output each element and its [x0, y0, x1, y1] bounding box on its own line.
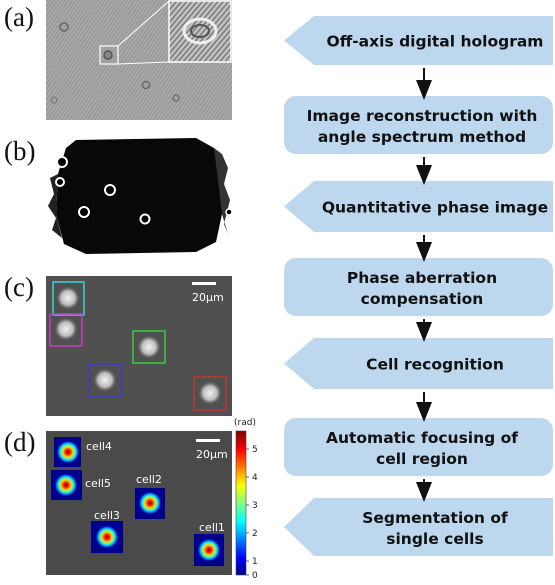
flow-step-label-line2: cell region [376, 450, 468, 468]
cell-box-green [132, 330, 166, 364]
cell5-label: cell5 [85, 477, 111, 490]
cell4-label: cell4 [86, 440, 112, 453]
hologram-image [46, 0, 232, 120]
colorbar-tick-label: 0 [252, 571, 258, 580]
flow-step-label: Off-axis digital hologram [327, 33, 544, 51]
cell-box-red [193, 376, 227, 411]
cell3-label: cell3 [94, 509, 120, 522]
flow-step-label: Segmentation of [362, 509, 508, 527]
scale-bar-label-d: 20μm [196, 448, 228, 461]
cell2-label: cell2 [136, 473, 162, 486]
colorbar-tick-label: 4 [252, 473, 258, 483]
panel-label-a: (a) [4, 2, 34, 32]
flow-step-shape [284, 418, 553, 476]
flow-step-shape [284, 258, 553, 316]
flow-step-shape [284, 181, 553, 232]
flow-step-shape [284, 338, 553, 389]
colorbar-tick-label: 5 [252, 445, 258, 455]
flow-step-label: Cell recognition [366, 356, 504, 374]
cell-box-blue [88, 363, 122, 398]
panel-label-c: (c) [4, 272, 34, 302]
colorbar-tick-label: 1 [252, 557, 258, 567]
scale-bar-d [196, 439, 220, 442]
cell-box-magenta [49, 313, 83, 347]
segmented-cells-image: cell4 cell5 cell2 cell3 cell1 20μm [46, 431, 232, 575]
flow-step-label-line2: compensation [361, 290, 484, 308]
hologram-selection-box [99, 45, 119, 65]
reconstruction-image [46, 134, 232, 257]
colorbar-tick-label: 3 [252, 501, 258, 511]
colorbar: (rad) 5 4 3 2 1 0 [232, 414, 266, 580]
flow-step-label-line2: single cells [386, 530, 483, 548]
scale-bar-label-c: 20μm [192, 291, 224, 304]
colorbar-tick-label: 2 [252, 529, 258, 539]
compensated-phase-image: 20μm [46, 276, 232, 416]
colorbar-unit: (rad) [234, 418, 256, 428]
flow-step-label: Quantitative phase image [322, 199, 548, 217]
panel-label-d: (d) [4, 427, 36, 457]
flow-step-shape [284, 498, 553, 556]
scale-bar [192, 282, 216, 285]
flow-step-label: Phase aberration [347, 269, 497, 287]
panel-label-b: (b) [4, 136, 36, 166]
hologram-zoom-inset [168, 0, 232, 63]
cell-box-cyan [52, 281, 85, 316]
flow-step-shape [284, 96, 553, 154]
flow-step-shape [284, 16, 553, 65]
cell1-label: cell1 [199, 521, 225, 534]
flow-step-label: Image reconstruction with [307, 107, 538, 125]
flow-step-label: Automatic focusing of [326, 429, 518, 447]
flow-step-label-line2: angle spectrum method [318, 128, 526, 146]
